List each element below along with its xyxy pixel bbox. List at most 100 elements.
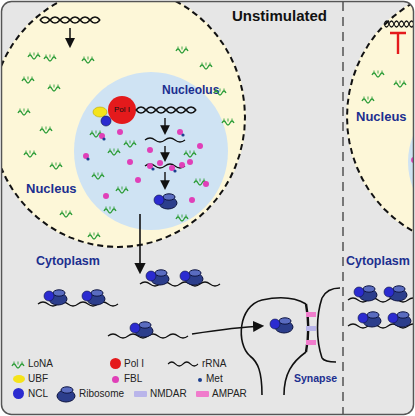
legend-swatch [196,391,209,397]
nucleolus-circle: NucleolusPol I [74,72,228,230]
ribosome-ncl-symbol [82,290,105,305]
dna-helix [40,17,100,23]
legend-swatch [110,358,121,369]
legend-text: AMPAR [212,388,247,400]
compartment-label: Nucleolus [162,84,219,98]
rna-strand-symbol [38,302,118,306]
processing-arrow [164,118,165,133]
legend-swatch [198,378,202,382]
ampar-receptor [306,312,316,317]
lona-symbol [176,215,188,222]
rna-strand-symbol [348,324,413,328]
lona-symbol [222,119,234,126]
ribosome-ncl-symbol [354,286,377,301]
nucleus-circle: NucleusNucleolusPol I [2,2,246,248]
legend-text: Met [206,373,223,385]
fbl-dot [103,193,109,199]
ubf-blob [93,107,107,117]
fbl-dot [135,177,141,183]
ribosome-ncl-symbol [154,194,177,209]
pol-i-circle: Pol I [108,96,136,124]
legend-swatch [13,388,24,399]
fbl-dot [99,133,105,139]
met-dot [102,137,105,140]
fbl-dot [179,162,185,168]
lona-symbol [214,89,226,96]
fbl-dot [157,160,163,166]
lona-group [18,47,234,240]
legend-text: NMDAR [150,388,187,400]
met-dot [151,167,154,170]
legend-swatch [134,391,147,397]
fbl-dot [189,197,195,203]
postsynaptic-density [306,304,308,352]
lona-symbol [18,109,30,116]
lona-symbol [88,233,100,240]
compartment-label: Nucleus [356,110,407,125]
processing-arrow [164,146,165,160]
fbl-dot [177,129,183,135]
legend-text: UBF [28,373,48,385]
presynaptic-membrane [322,288,340,298]
lona-symbol [22,77,34,84]
ribosome-ncl-symbol [180,270,203,285]
inhibition-mark [390,33,406,54]
ribosome-ncl-symbol [44,290,67,305]
fbl-dot [411,157,413,163]
lona-symbol [372,71,384,78]
legend-ribosome-icon [57,387,75,402]
rrna-symbol [145,164,185,168]
fbl-dot [147,163,153,169]
legend-rrna-icon [168,362,198,366]
lona-symbol [394,81,406,88]
compartment-label: Synapse [294,372,337,384]
met-dots [86,133,184,172]
lona-symbol [48,85,60,92]
rdna-helix [136,107,196,113]
spine-membrane [241,298,306,395]
panel-divider [342,2,344,414]
fbl-dot [117,129,123,135]
legend-text: LoNA [28,358,53,370]
fbl-dots [83,129,413,203]
lona-symbol [50,163,62,170]
synapse-region: Synapse [236,290,340,390]
ribosome-ncl-symbol [384,286,407,301]
lona-symbol [194,179,206,186]
nmdar-receptor [306,326,316,331]
met-dot [86,157,89,160]
lona-symbol [184,151,196,158]
enzyme-label: Pol I [108,105,136,114]
lona-symbol [108,149,120,156]
legend-text: FBL [124,373,142,385]
nucleus-circle: Nucleus [346,2,413,248]
presynaptic-membrane [322,358,336,362]
ampar-receptor [306,340,316,345]
compartment-label: Cytoplasm [346,254,410,268]
legend-text: Ribosome [79,388,124,400]
synapse-outline [241,288,340,395]
export-arrow [139,214,141,272]
lona-symbol [124,141,136,148]
fbl-dot [197,143,203,149]
fbl-dot [203,181,209,187]
ribosome-ncl-symbol [388,312,411,327]
lona-symbol [28,53,40,60]
lona-symbol [200,63,212,70]
stimulus-panel: UnstimulatedNucleusNucleolusPol ISynapse [2,2,343,414]
rrna-symbol [145,138,185,142]
legend-swatch [13,375,25,383]
compartment-label: Cytoplasm [36,254,100,268]
fbl-dot [411,159,413,165]
lona-symbol [362,97,374,104]
legend-text: NCL [28,388,48,400]
nucleolus-partial [408,90,413,234]
dna-helix [384,21,413,27]
lona-symbol [90,131,102,138]
fbl-dot [169,165,175,171]
